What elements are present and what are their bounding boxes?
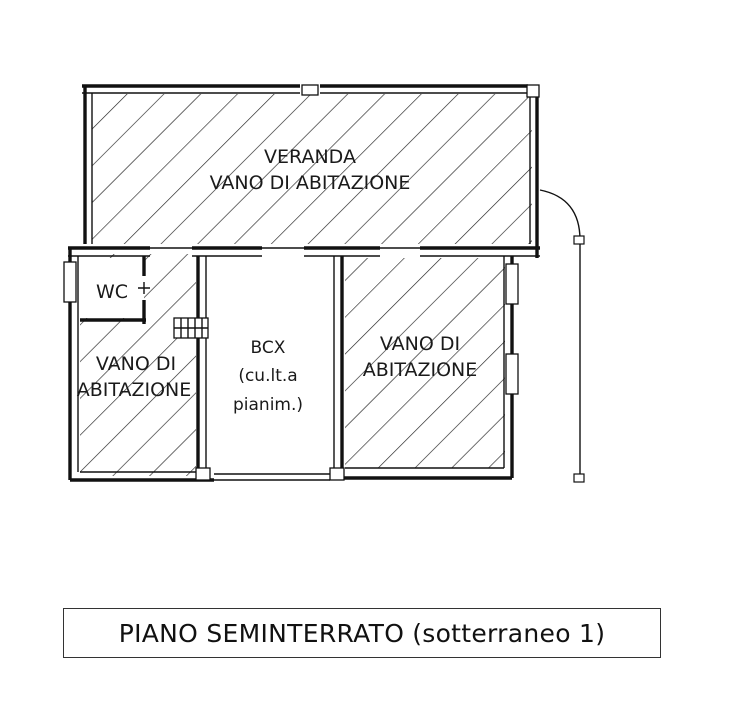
left-wall <box>63 248 79 480</box>
bcx-label-1: BCX <box>251 338 286 358</box>
exterior-door-swing <box>539 189 585 483</box>
left-room-label-2: ABITAZIONE <box>77 379 192 401</box>
window-right-2 <box>505 353 519 395</box>
veranda-label-2: VANO DI ABITAZIONE <box>210 172 411 194</box>
left-room-label-1: VANO DI <box>96 353 176 375</box>
wc-walls <box>80 256 150 324</box>
caption-subtitle: (sotterraneo 1) <box>412 618 606 648</box>
veranda-label-1: VERANDA <box>264 146 356 168</box>
bottom-walls <box>70 467 512 482</box>
window-left <box>63 261 77 303</box>
stair-symbol <box>173 317 209 339</box>
right-room-hatch <box>345 258 505 468</box>
corner-post <box>526 84 540 98</box>
veranda-walls <box>82 84 540 258</box>
wc-area <box>80 258 144 318</box>
corridor-walls <box>173 256 345 481</box>
plan-caption: PIANO SEMINTERRATO (sotterraneo 1) <box>63 608 661 658</box>
caption-title: PIANO SEMINTERRATO <box>118 618 405 648</box>
post-bl <box>195 467 211 481</box>
bcx-label-3: pianim.) <box>233 395 303 415</box>
post-br <box>329 467 345 481</box>
bcx-label-2: (cu.lt.a <box>238 366 297 386</box>
right-room-label-1: VANO DI <box>380 333 460 355</box>
window-top <box>301 84 319 96</box>
window-right-1 <box>505 263 519 305</box>
right-wall <box>503 256 519 478</box>
veranda-hatch <box>92 94 532 244</box>
right-room-label-2: ABITAZIONE <box>363 359 478 381</box>
wc-label: WC <box>96 281 128 303</box>
